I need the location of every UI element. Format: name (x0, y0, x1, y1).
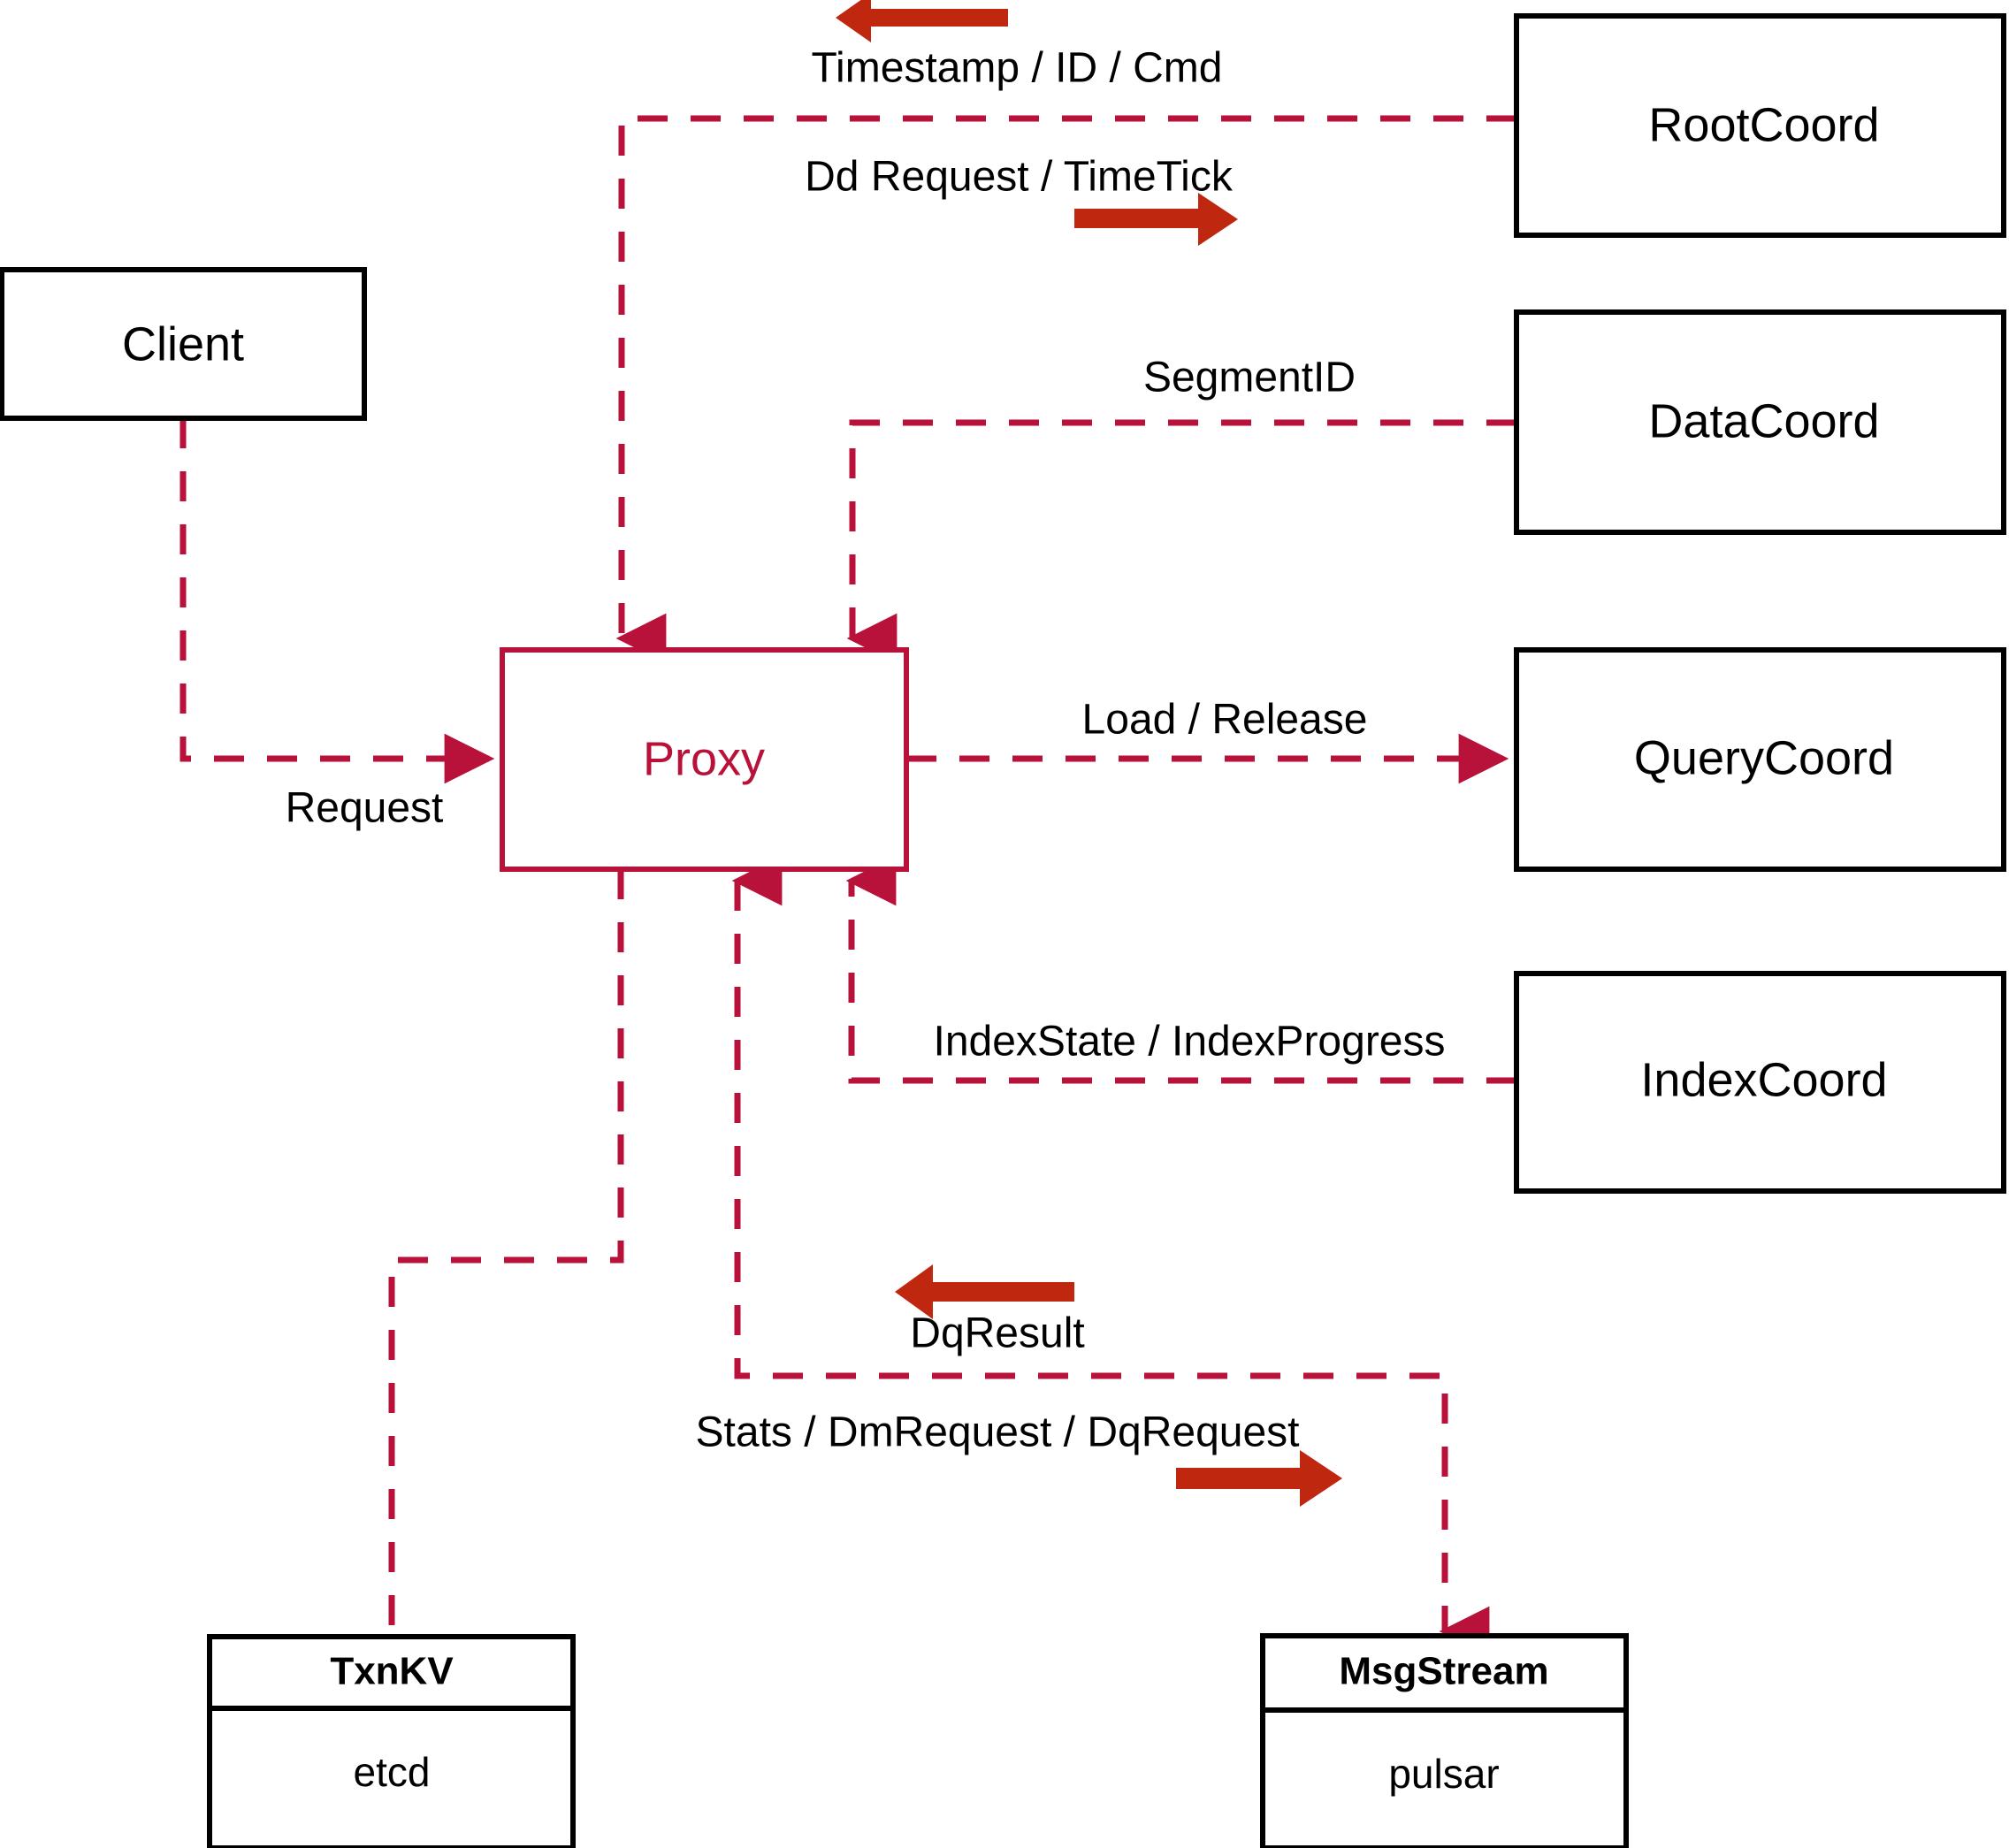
node-msgstream[interactable]: MsgStream pulsar (1260, 1633, 1629, 1848)
edge-timestamp-id-cmd (615, 115, 1516, 664)
edge-label-index-state-progress: IndexState / IndexProgress (934, 1019, 1446, 1065)
edge-label-load-release: Load / Release (1082, 697, 1368, 744)
edge-label-stats-dm-dq-request: Stats / DmRequest / DqRequest (696, 1409, 1300, 1456)
rootcoord-label: RootCoord (1648, 98, 1879, 151)
edge-proxy-msgstream (731, 855, 1490, 1657)
node-txnkv[interactable]: TxnKV etcd (207, 1634, 576, 1848)
edge-label-request: Request (286, 785, 444, 832)
edge-segment-id (846, 419, 1516, 664)
querycoord-label: QueryCoord (1634, 731, 1894, 784)
direction-arrow-left-timestamp (836, 0, 1008, 42)
node-proxy[interactable]: Proxy (500, 647, 909, 872)
edge-index-state-progress (845, 855, 1516, 1084)
msgstream-title: MsgStream (1339, 1650, 1548, 1693)
edge-label-timestamp-id-cmd: Timestamp / ID / Cmd (812, 45, 1223, 92)
indexcoord-label: IndexCoord (1640, 1053, 1887, 1106)
edge-label-dq-result: DqResult (910, 1310, 1084, 1357)
edge-label-segment-id: SegmentID (1143, 355, 1356, 401)
direction-arrow-right-stats (1176, 1450, 1342, 1507)
txnkv-impl: etcd (354, 1749, 431, 1795)
node-querycoord[interactable]: QueryCoord (1514, 647, 2006, 872)
proxy-label: Proxy (643, 732, 765, 785)
direction-arrow-left-dqresult (895, 1264, 1074, 1319)
edge-label-dd-request-timetick: Dd Request / TimeTick (805, 154, 1234, 201)
txnkv-title: TxnKV (330, 1650, 454, 1693)
msgstream-impl: pulsar (1388, 1751, 1499, 1797)
node-datacoord[interactable]: DataCoord (1514, 309, 2006, 535)
edge-request (180, 418, 495, 784)
client-label: Client (122, 317, 244, 370)
direction-arrow-right-ddrequest (1074, 193, 1238, 246)
node-indexcoord[interactable]: IndexCoord (1514, 971, 2006, 1194)
node-client[interactable]: Client (0, 267, 367, 421)
node-rootcoord[interactable]: RootCoord (1514, 13, 2006, 238)
datacoord-label: DataCoord (1648, 394, 1879, 447)
edge-proxy-txnkv (388, 869, 624, 1637)
